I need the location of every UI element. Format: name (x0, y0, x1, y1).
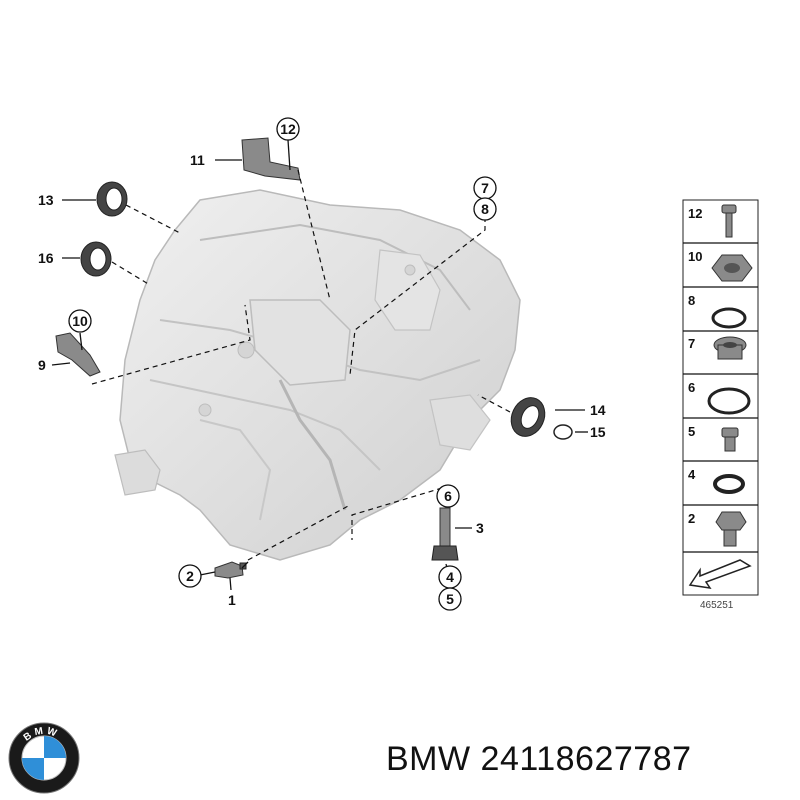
callout-11: 11 (190, 152, 205, 168)
legend-nut-icon (711, 254, 753, 282)
callout-1-text: 1 (228, 592, 236, 608)
callout-11-text: 11 (190, 152, 205, 168)
callout-12-text: 12 (280, 121, 296, 137)
bmw-logo-icon: BMW (8, 722, 80, 794)
parts-legend: 12 10 8 7 6 5 4 2 465251 (682, 199, 759, 611)
callout-4: 4 (438, 565, 462, 589)
callout-8: 8 (473, 197, 497, 221)
legend-gasket-icon (713, 474, 745, 494)
legend-plug-icon (713, 336, 747, 360)
legend-bolt-icon (721, 204, 737, 238)
callout-14-text: 14 (590, 402, 606, 418)
legend-item-4: 4 (688, 467, 696, 482)
callout-1: 1 (228, 592, 236, 608)
callout-13: 13 (38, 192, 54, 208)
brand-part-number: BMW 24118627787 (386, 740, 692, 778)
callout-5: 5 (438, 587, 462, 611)
legend-item-2: 2 (688, 511, 695, 526)
seal-13 (96, 181, 128, 217)
exploded-parts-diagram: 11 12 13 16 10 9 7 8 14 15 6 3 4 5 2 1 1… (38, 117, 759, 611)
callout-7: 7 (473, 176, 497, 200)
legend-seal-ring-icon (707, 387, 751, 415)
legend-screw-plug-icon (721, 427, 739, 452)
callout-8-text: 8 (481, 201, 489, 217)
legend-o-ring-icon (711, 307, 747, 329)
callout-5-text: 5 (446, 591, 454, 607)
diagram-code: 465251 (700, 600, 734, 611)
callout-14: 14 (590, 402, 606, 418)
legend-item-5: 5 (688, 424, 695, 439)
legend-hex-bolt-icon (715, 511, 747, 547)
legend-item-12: 12 (688, 206, 702, 221)
callout-13-text: 13 (38, 192, 54, 208)
legend-item-6: 6 (688, 380, 695, 395)
seal-14 (510, 397, 546, 437)
callout-6: 6 (436, 484, 460, 508)
transmission-housing (114, 189, 521, 561)
callout-9: 9 (38, 357, 46, 373)
legend-item-8: 8 (688, 293, 695, 308)
callout-12: 12 (276, 117, 300, 141)
callout-10: 10 (68, 309, 92, 333)
callout-3: 3 (476, 520, 484, 536)
callout-3-text: 3 (476, 520, 484, 536)
bolt-3 (431, 507, 459, 561)
callout-6-text: 6 (444, 488, 452, 504)
callout-15-text: 15 (590, 424, 606, 440)
bracket-9 (55, 332, 101, 377)
callout-7-text: 7 (481, 180, 489, 196)
callout-16: 16 (38, 250, 54, 266)
sensor-1 (214, 561, 247, 579)
seal-16 (80, 241, 112, 277)
o-ring-15 (553, 424, 573, 440)
callout-2-text: 2 (186, 568, 194, 584)
callout-2: 2 (178, 564, 202, 588)
callout-9-text: 9 (38, 357, 46, 373)
legend-item-7: 7 (688, 336, 695, 351)
callout-16-text: 16 (38, 250, 54, 266)
legend-arrow-icon (688, 559, 752, 589)
bracket-11 (241, 137, 301, 181)
callout-4-text: 4 (446, 569, 454, 585)
callout-15: 15 (590, 424, 606, 440)
legend-item-10: 10 (688, 249, 702, 264)
callout-10-text: 10 (72, 313, 88, 329)
